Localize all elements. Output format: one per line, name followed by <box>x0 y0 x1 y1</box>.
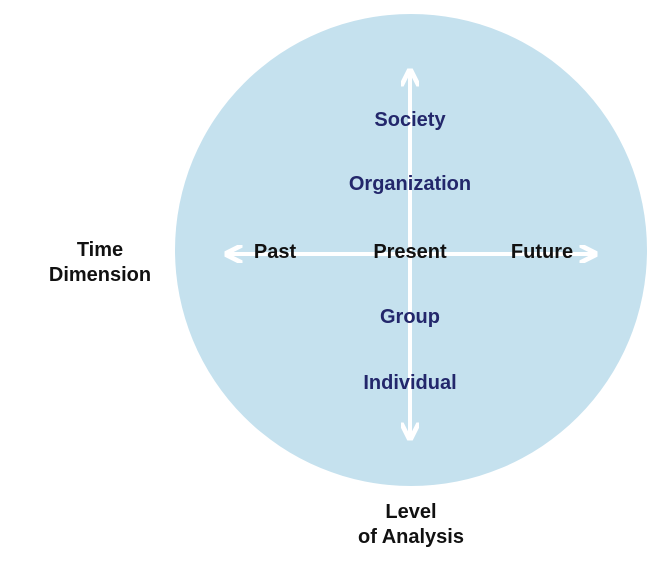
level-label-organization: Organization <box>349 173 471 195</box>
level-of-analysis-caption: Level of Analysis <box>336 500 486 550</box>
time-label-past: Past <box>254 241 297 263</box>
time-dimension-caption-line-1: Time <box>76 239 124 261</box>
time-label-future: Future <box>511 241 573 263</box>
level-of-analysis-caption-line-1: Level <box>385 501 437 523</box>
level-label-society: Society <box>374 109 446 131</box>
time-dimension-caption-line-2: Dimension <box>48 264 152 286</box>
time-dimension-caption: Time Dimension <box>30 238 170 288</box>
level-label-group: Group <box>380 306 440 328</box>
level-label-individual: Individual <box>363 372 456 394</box>
level-of-analysis-caption-line-2: of Analysis <box>358 526 464 548</box>
time-label-present: Present <box>373 241 447 263</box>
